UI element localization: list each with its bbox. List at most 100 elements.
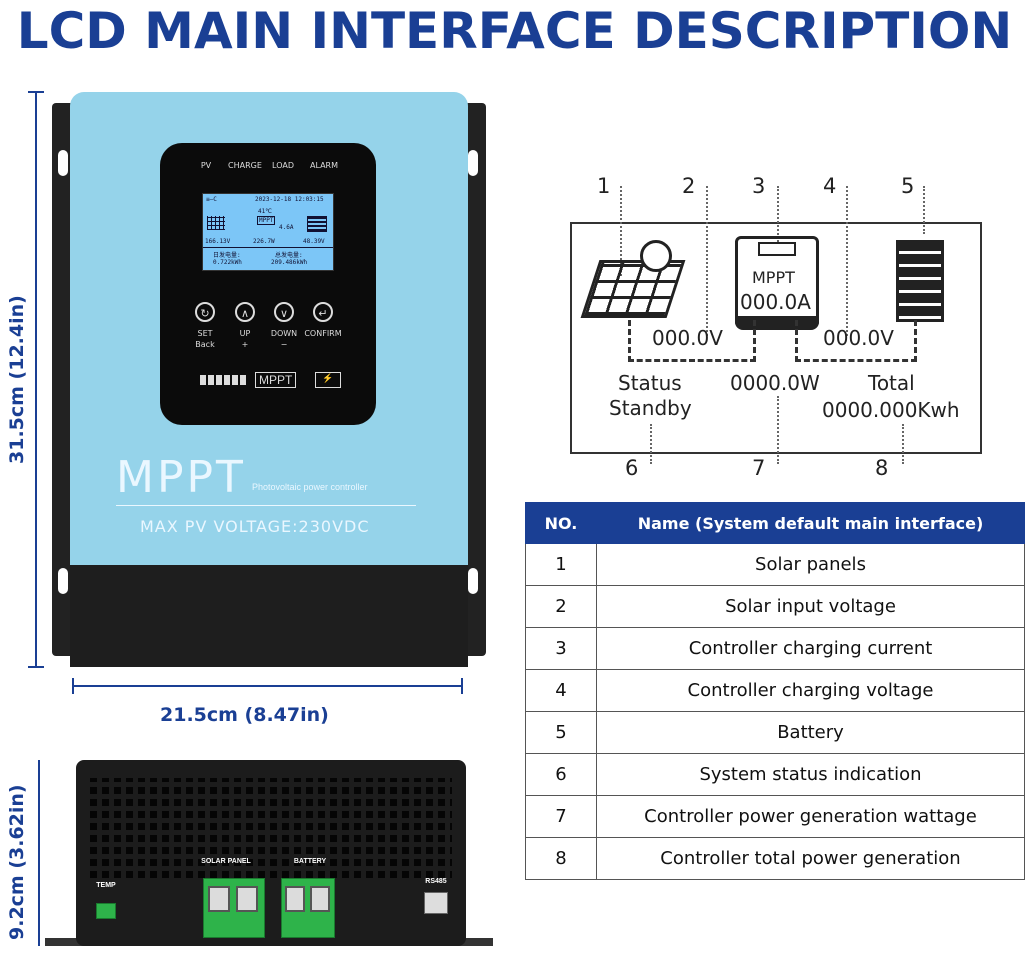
lcd-diagram-frame [570, 222, 982, 454]
height-dimension-cap-top [28, 91, 44, 93]
table-cell-no: 4 [525, 669, 597, 712]
flow-panel-icon [200, 375, 248, 385]
diagram-total-value: 0000.000Kwh [822, 398, 960, 422]
solar-terminal-label: SOLAR PANEL [201, 858, 251, 865]
controller-terminal-cover [70, 565, 468, 667]
callout-5-leader [923, 186, 925, 234]
mppt-box-base [735, 316, 819, 330]
callout-8: 8 [875, 456, 889, 480]
rs485-port-label: RS485 [425, 878, 447, 885]
callout-3-leader [777, 186, 779, 242]
table-cell-name: Controller total power generation [596, 837, 1025, 880]
table-cell-name: System status indication [596, 753, 1025, 796]
diagram-current: 000.0A [740, 290, 811, 314]
table-cell-no: 8 [525, 837, 597, 880]
battery-terminal-screw-positive [285, 886, 305, 912]
mount-hole-br [468, 568, 478, 594]
callout-3: 3 [752, 174, 766, 198]
rs485-port[interactable] [424, 892, 448, 914]
mppt-display-icon [758, 242, 796, 256]
set-button-label: SET [197, 329, 213, 338]
solar-terminal-screw-positive [208, 886, 230, 912]
callout-5: 5 [901, 174, 915, 198]
confirm-button-label: CONFIRM [304, 329, 342, 338]
screen-total-label: 总发电量: [275, 252, 303, 259]
diagram-status-value: Standby [609, 396, 692, 420]
callout-6-leader [650, 424, 652, 464]
height-dimension-label: 31.5cm (12.4in) [6, 295, 28, 464]
lcd-screen: ≡—C 2023-12-18 12:03:15 41℃ MPPT 166.13V… [202, 193, 334, 271]
up-button[interactable]: ∧ [235, 302, 255, 322]
up-button-sublabel: + [241, 340, 249, 349]
up-button-label: UP [239, 329, 251, 338]
mount-hole-bl [58, 568, 68, 594]
diagram-status-label: Status [618, 371, 682, 395]
table-cell-no: 2 [525, 585, 597, 628]
screen-pv-voltage: 166.13V [205, 238, 231, 245]
screen-divider [203, 247, 333, 248]
screen-day-value: 0.722kWh [213, 259, 242, 266]
battery-terminal-screw-negative [310, 886, 330, 912]
width-dimension-cap-left [72, 678, 74, 694]
mount-hole-tr [468, 150, 478, 176]
diagram-power: 0000.0W [730, 371, 820, 395]
screen-battery-icon [307, 216, 327, 232]
callout-4: 4 [823, 174, 837, 198]
width-dimension-cap-right [461, 678, 463, 694]
diagram-total-label: Total [868, 371, 915, 395]
table-cell-name: Controller charging current [596, 627, 1025, 670]
solar-terminal-screw-negative [236, 886, 258, 912]
screen-total-value: 209.486kWh [271, 259, 308, 266]
table-cell-name: Solar panels [596, 543, 1025, 586]
indicator-alarm: ALARM [309, 161, 339, 170]
indicator-pv: PV [200, 161, 212, 170]
screen-temp: 41℃ [258, 208, 272, 215]
pv-wire [628, 320, 756, 362]
callout-1-leader [620, 186, 622, 276]
screen-datetime: 2023-12-18 12:03:15 [255, 196, 324, 203]
battery-icon [896, 240, 944, 322]
height-dimension-line [35, 92, 37, 667]
depth-dimension-line [38, 760, 40, 946]
callout-7: 7 [752, 456, 766, 480]
flow-battery-icon: ⚡ [315, 372, 341, 388]
set-button[interactable]: ↻ [195, 302, 215, 322]
set-button-sublabel: Back [195, 340, 215, 349]
page-title: LCD MAIN INTERFACE DESCRIPTION [16, 2, 1013, 60]
height-dimension-cap-bottom [28, 666, 44, 668]
temp-port[interactable] [96, 903, 116, 919]
callout-1: 1 [597, 174, 611, 198]
sun-icon [640, 240, 672, 272]
screen-day-label: 日发电量: [213, 252, 241, 259]
table-cell-no: 7 [525, 795, 597, 838]
brand-logo: MPPT [116, 452, 246, 503]
table-cell-name: Solar input voltage [596, 585, 1025, 628]
callout-7-leader [777, 396, 779, 464]
diagram-battery-voltage: 000.0V [823, 326, 894, 350]
table-cell-name: Battery [596, 711, 1025, 754]
table-cell-no: 5 [525, 711, 597, 754]
table-header-row: NO. Name (System default main interface) [525, 502, 1025, 544]
screen-header-left: ≡—C [206, 196, 217, 203]
table-cell-name: Controller charging voltage [596, 669, 1025, 712]
mount-hole-tl [58, 150, 68, 176]
confirm-button[interactable]: ↵ [313, 302, 333, 322]
down-button[interactable]: ∨ [274, 302, 294, 322]
brand-rule [116, 505, 416, 506]
temp-port-label: TEMP [96, 882, 116, 889]
screen-panel-icon [207, 216, 225, 230]
callout-8-leader [902, 424, 904, 464]
table-cell-no: 6 [525, 753, 597, 796]
side-vent-grid [90, 778, 452, 878]
table-cell-no: 3 [525, 627, 597, 670]
table-header-name: Name (System default main interface) [596, 502, 1025, 544]
diagram-mppt-label: MPPT [752, 268, 795, 287]
